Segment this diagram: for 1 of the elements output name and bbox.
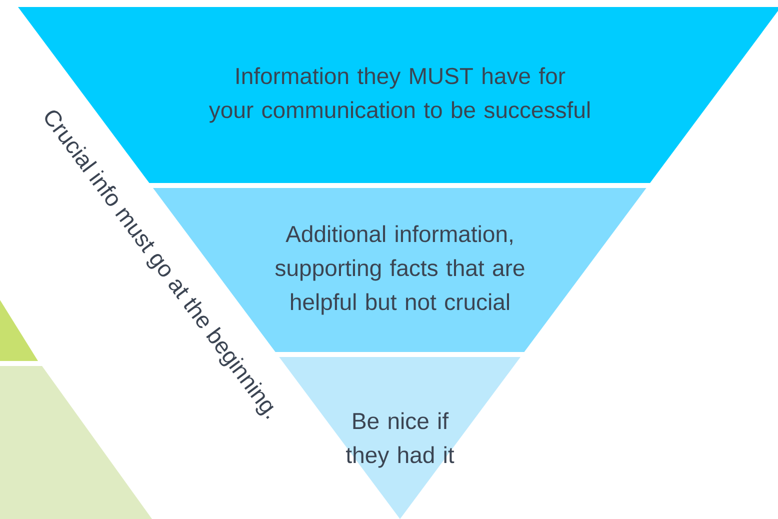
funnel-band: Be nice if they had it — [279, 357, 520, 519]
